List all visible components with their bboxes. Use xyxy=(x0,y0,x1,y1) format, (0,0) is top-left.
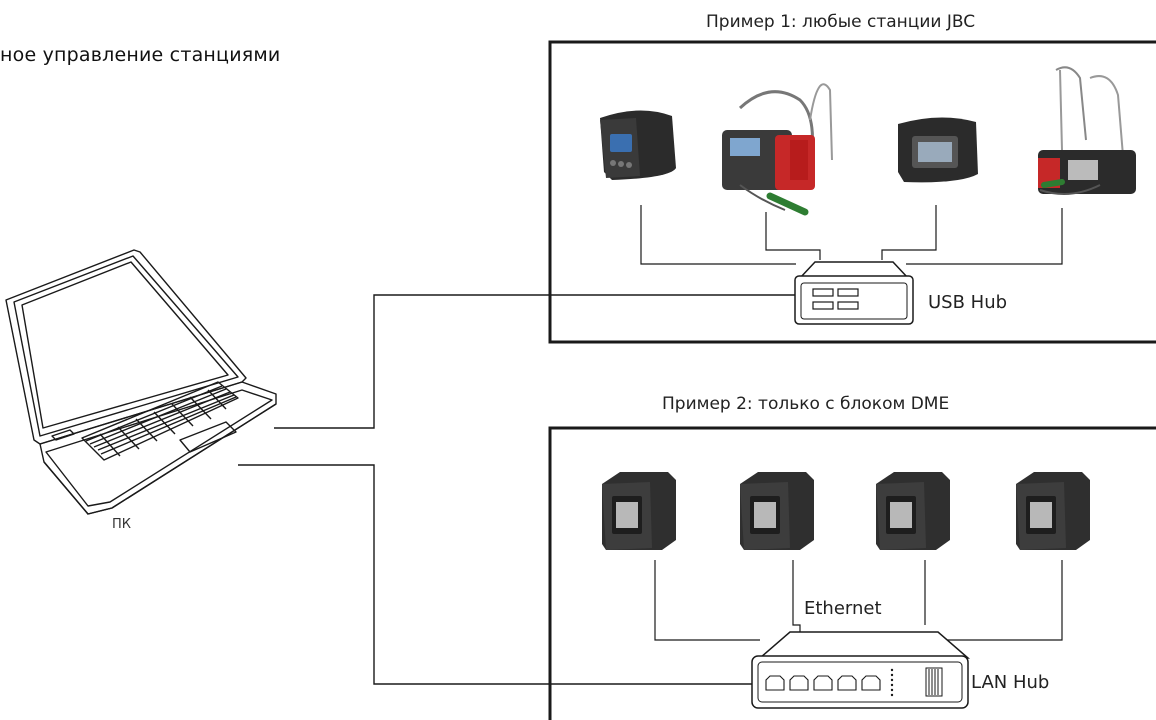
dme-unit-4-icon xyxy=(1016,472,1090,550)
pc-label: ПК xyxy=(112,517,132,532)
station-display-icon xyxy=(898,117,978,183)
usb-ports-icon xyxy=(812,288,859,310)
ethernet-cables xyxy=(654,560,1063,641)
lan-hub-label: LAN Hub xyxy=(971,672,1050,693)
example-1-frame xyxy=(548,40,1156,344)
ethernet-label: Ethernet xyxy=(804,598,882,619)
usb-hub-device xyxy=(794,261,914,325)
dme-unit-1-icon xyxy=(602,472,676,550)
example-2-title: Пример 2: только с блоком DME xyxy=(662,394,950,414)
dme-unit-3-icon xyxy=(876,472,950,550)
example-1-title: Пример 1: любые станции JBC xyxy=(706,12,976,32)
pc-to-lan-cable xyxy=(238,464,752,685)
station-dual-iron-icon xyxy=(1038,66,1136,195)
example-2-frame xyxy=(548,426,1156,720)
usb-hub-label: USB Hub xyxy=(928,292,1008,313)
usb-cables xyxy=(640,205,1063,265)
status-leds-icon xyxy=(890,668,894,697)
page-heading: ное управление станциями xyxy=(0,44,281,66)
ethernet-ports-icon xyxy=(765,675,881,691)
station-with-iron-icon xyxy=(722,83,833,216)
lan-hub-device xyxy=(751,631,971,709)
dme-unit-2-icon xyxy=(740,472,814,550)
laptop-icon xyxy=(5,249,277,515)
vent-grille-icon xyxy=(925,667,943,697)
pc-to-usb-cable xyxy=(274,294,795,429)
station-compact-icon xyxy=(600,110,676,180)
